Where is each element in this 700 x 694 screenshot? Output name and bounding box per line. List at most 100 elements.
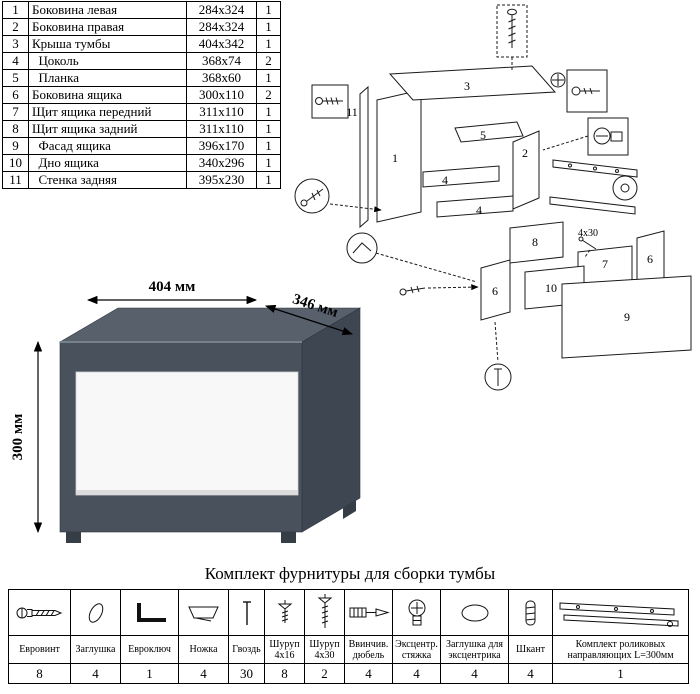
part-number: 10: [2, 154, 29, 172]
part-name: Щит ящика передний: [28, 103, 187, 121]
hardware-name: Эксцентр. стяжка: [392, 635, 441, 664]
part-qty: 1: [256, 120, 281, 138]
part-size: 311x110: [186, 103, 257, 121]
cam-lock-detail: [542, 117, 629, 156]
diagram-screw-size-note: 4х30: [578, 228, 598, 239]
drawer-front-panel: [75, 371, 299, 496]
hardware-icon-cell: [392, 589, 441, 636]
phillips-head-icon: [550, 72, 566, 88]
diagram-drawer-side-left: [480, 259, 511, 321]
hardware-qty: 2: [304, 663, 345, 684]
hardware-name: Заглушка: [70, 635, 121, 664]
guide-bracket-callout: [346, 232, 478, 283]
diagram-drawer-back-panel: [509, 221, 564, 264]
diagram-plinth-back: [436, 195, 514, 218]
part-size: 284x324: [186, 1, 257, 19]
part-size: 284x324: [186, 18, 257, 36]
parts-table-row: 2 Боковина правая 284x324 1: [2, 18, 281, 36]
diagram-right-side-panel: [512, 130, 540, 210]
hardware-qty-row: 8 4 1 4 30 8 2 4 4 4 4 1: [8, 663, 689, 684]
hardware-qty: 1: [120, 663, 179, 684]
hardware-qty: 30: [228, 663, 265, 684]
parts-table-row: 6 Боковина ящика 300x110 2: [2, 86, 281, 104]
hardware-icon-cell: [508, 589, 553, 636]
part-size: 300x110: [186, 86, 257, 104]
parts-table: 1 Боковина левая 284x324 1 2 Боковина пр…: [2, 1, 281, 189]
cap-icon: [88, 602, 103, 623]
hardware-icon-row: [8, 589, 689, 636]
hardware-name-row: Евровинт Заглушка Евроключ Ножка Гвоздь …: [8, 635, 689, 664]
part-name: Фасад ящика: [28, 137, 187, 155]
parts-table-row: 1 Боковина левая 284x324 1: [2, 1, 281, 19]
hardware-name: Комплект роликовых направляющих L=300мм: [552, 635, 689, 664]
hardware-table: Евровинт Заглушка Евроключ Ножка Гвоздь …: [8, 589, 689, 684]
screw-4x16-icon: [277, 599, 292, 623]
diagram-label-left-side: 1: [392, 151, 398, 165]
hardware-qty: 4: [392, 663, 441, 684]
hardware-name: Шкант: [508, 635, 553, 664]
part-name: Стенка задняя: [28, 171, 187, 189]
hardware-qty: 4: [508, 663, 553, 684]
hardware-name: Шуруп 4х30: [304, 635, 345, 664]
parts-table-row: 9 Фасад ящика 396x170 1: [2, 137, 281, 155]
part-qty: 2: [256, 86, 281, 104]
roller-guide-detail: [549, 159, 638, 215]
part-name: Боковина ящика: [28, 86, 187, 104]
hardware-name: Евроключ: [120, 635, 179, 664]
hardware-qty: 4: [178, 663, 229, 684]
drawer-bottom-shadow: [76, 490, 298, 495]
diagram-label-drawer-side-left: 6: [492, 284, 498, 298]
parts-table-row: 3 Крыша тумбы 404x342 1: [2, 35, 281, 53]
diagram-top-panel: [388, 65, 557, 101]
diagram-label-drawer-bottom: 10: [545, 281, 557, 295]
part-name: Боковина правая: [28, 18, 187, 36]
assembly-diagram-section: 11 1 3 5 2 4 4 8 7 6 6 10 9 4х30: [285, 0, 700, 395]
part-number: 4: [2, 52, 29, 70]
hardware-icon-cell: [344, 589, 393, 636]
hardware-name: Заглушка для эксцентрика: [440, 635, 509, 664]
diagram-label-drawer-back: 8: [532, 235, 538, 249]
diagram-label-drawer-front-inner: 7: [602, 257, 608, 271]
parts-table-row: 8 Щит ящика задний 311x110 1: [2, 120, 281, 138]
hardware-kit-title: Комплект фурнитуры для сборки тумбы: [204, 564, 496, 583]
part-size: 368x74: [186, 52, 257, 70]
part-number: 3: [2, 35, 29, 53]
screw-4x30-icon: [317, 593, 332, 628]
part-number: 8: [2, 120, 29, 138]
part-size: 396x170: [186, 137, 257, 155]
cam-cap-icon: [461, 604, 488, 621]
diagram-back-panel: [359, 85, 369, 229]
parts-table-row: 5 Планка 368x60 1: [2, 69, 281, 87]
part-number: 11: [2, 171, 29, 189]
diagram-label-plinth-back: 4: [476, 203, 482, 217]
cabinet-foot-left: [66, 532, 81, 543]
part-name: Планка: [28, 69, 187, 87]
product-render-section: 404 мм 346 мм 300 мм: [0, 270, 400, 565]
part-name: Цоколь: [28, 52, 187, 70]
hardware-icon-cell: [70, 589, 121, 636]
part-qty: 1: [256, 171, 281, 189]
part-qty: 1: [256, 69, 281, 87]
euro-screw-icon: [16, 607, 62, 618]
hardware-icon-cell: [304, 589, 345, 636]
part-name: Крыша тумбы: [28, 35, 187, 53]
hardware-qty: 4: [440, 663, 509, 684]
part-qty: 1: [256, 154, 281, 172]
hardware-qty: 8: [264, 663, 305, 684]
euroscrew-detail-box: [311, 84, 349, 119]
part-qty: 1: [256, 18, 281, 36]
diagram-left-side-panel: [376, 89, 422, 223]
part-size: 404x342: [186, 35, 257, 53]
hardware-qty: 4: [344, 663, 393, 684]
diagram-label-plinth-front: 4: [442, 173, 448, 187]
cam-lock-icon: [408, 599, 425, 625]
part-size: 368x60: [186, 69, 257, 87]
diagram-plank: [454, 121, 524, 143]
roller-guides-icon: [559, 601, 678, 627]
part-qty: 1: [256, 1, 281, 19]
diagram-label-drawer-side-right: 6: [647, 252, 653, 266]
confirmat-screw-detail: [496, 4, 528, 70]
parts-table-row: 10 Дно ящика 340x296 1: [2, 154, 281, 172]
parts-table-body: 1 Боковина левая 284x324 1 2 Боковина пр…: [2, 1, 281, 189]
exploded-diagram-svg: 11 1 3 5 2 4 4 8 7 6 6 10 9 4х30: [294, 4, 692, 391]
